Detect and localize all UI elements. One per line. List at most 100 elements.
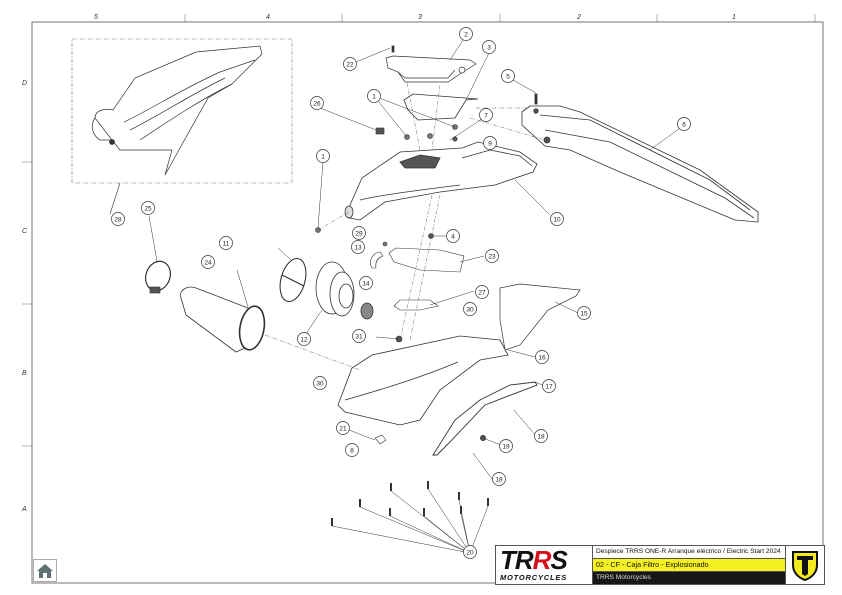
callout-circle bbox=[310, 96, 324, 110]
assembly-lines bbox=[264, 82, 546, 371]
callout-number: 1 bbox=[321, 153, 325, 160]
part-callout-31: 31 bbox=[352, 329, 366, 343]
callout-number: 20 bbox=[466, 549, 474, 556]
part-callout-21: 21 bbox=[336, 421, 350, 435]
callout-number: 9 bbox=[488, 140, 492, 147]
callout-number: 29 bbox=[355, 230, 363, 237]
logo-tagline: MOTORCYCLES bbox=[500, 573, 567, 582]
callout-circle bbox=[336, 421, 350, 435]
part-callout-26: 26 bbox=[310, 96, 324, 110]
callout-circle bbox=[201, 255, 215, 269]
callout-number: 24 bbox=[204, 259, 212, 266]
part-2-top-cover bbox=[385, 45, 477, 83]
part-callout-11: 11 bbox=[219, 236, 233, 250]
trrs-shield-emblem-icon bbox=[792, 551, 818, 581]
callout-number: 3 bbox=[487, 44, 491, 51]
part-callout-18b: 18 bbox=[492, 472, 506, 486]
callout-number: 17 bbox=[545, 383, 553, 390]
callout-circle bbox=[313, 376, 327, 390]
part-callout-17: 17 bbox=[542, 379, 556, 393]
callout-number: 6 bbox=[682, 121, 686, 128]
home-button[interactable] bbox=[33, 559, 57, 582]
logo-part-3: S bbox=[550, 545, 567, 575]
callout-circle bbox=[535, 350, 549, 364]
part-24-intake-boot bbox=[180, 286, 266, 353]
part-16-airbox-lower bbox=[337, 335, 509, 426]
part-10-airbox-upper bbox=[344, 141, 538, 221]
part-callout-28: 28 bbox=[111, 212, 125, 226]
document-title: Despiece TRRS ONE-R Arranque eléctrico /… bbox=[593, 546, 785, 559]
grid-row-a: A bbox=[22, 506, 27, 513]
callout-circle bbox=[479, 108, 493, 122]
callout-number: 30 bbox=[466, 306, 474, 313]
leader-lines bbox=[148, 39, 681, 554]
part-15-mudguard-panel bbox=[499, 283, 581, 351]
callout-circle bbox=[352, 329, 366, 343]
callout-number: 30 bbox=[316, 380, 324, 387]
callout-circle bbox=[475, 285, 489, 299]
grid-column-5: 5 bbox=[94, 14, 98, 21]
part-callout-13: 13 bbox=[351, 240, 365, 254]
part-callout-4: 4 bbox=[446, 229, 460, 243]
part-21-bracket bbox=[374, 434, 387, 445]
home-icon bbox=[37, 563, 53, 578]
callout-number: 2 bbox=[464, 31, 468, 38]
callout-number: 15 bbox=[580, 310, 588, 317]
callout-circle bbox=[550, 212, 564, 226]
callout-circle bbox=[463, 302, 477, 316]
callout-number: 16 bbox=[538, 354, 546, 361]
grid-column-1: 1 bbox=[732, 14, 736, 21]
part-callout-5: 5 bbox=[501, 69, 515, 83]
trrs-logo-wordmark: TRRS bbox=[500, 545, 568, 575]
callout-circle bbox=[463, 545, 477, 559]
part-callout-30: 30 bbox=[463, 302, 477, 316]
part-3-gasket bbox=[403, 93, 479, 121]
part-callout-1b: 1 bbox=[316, 149, 330, 163]
part-callout-25: 25 bbox=[141, 201, 155, 215]
title-block-text: Despiece TRRS ONE-R Arranque eléctrico /… bbox=[593, 546, 785, 584]
grid-column-3: 3 bbox=[418, 14, 422, 21]
callout-number: 4 bbox=[451, 233, 455, 240]
callout-circle bbox=[359, 276, 373, 290]
grid-row-c: C bbox=[22, 228, 28, 235]
callout-circle bbox=[367, 89, 381, 103]
callout-circle bbox=[499, 439, 513, 453]
callout-circle bbox=[352, 226, 366, 240]
part-callout-14: 14 bbox=[359, 276, 373, 290]
part-callout-2: 2 bbox=[459, 27, 473, 41]
section-title: 02 - CF - Caja Filtro - Explosionado bbox=[593, 559, 785, 572]
callout-number: 1 bbox=[372, 93, 376, 100]
part-6-rear-fender bbox=[521, 93, 759, 223]
logo-part-1: TR bbox=[500, 545, 534, 575]
callout-circle bbox=[485, 249, 499, 263]
callout-circle bbox=[111, 212, 125, 226]
callout-circle bbox=[446, 229, 460, 243]
callout-number: 5 bbox=[506, 73, 510, 80]
callout-number: 25 bbox=[144, 205, 152, 212]
part-callout-1: 1 bbox=[367, 89, 381, 103]
callout-number: 18 bbox=[537, 433, 545, 440]
callout-number: 26 bbox=[313, 100, 321, 107]
part-callout-27: 27 bbox=[475, 285, 489, 299]
callout-circle bbox=[343, 57, 357, 71]
grid-column-2: 2 bbox=[577, 14, 581, 21]
part-callout-9: 9 bbox=[483, 136, 497, 150]
part-11-filter-cage bbox=[279, 257, 307, 303]
part-callout-8: 8 bbox=[345, 443, 359, 457]
emblem-cell bbox=[785, 546, 824, 584]
callout-number: 11 bbox=[223, 240, 230, 247]
callout-circle bbox=[141, 201, 155, 215]
logo-part-2: R bbox=[532, 545, 552, 575]
callout-circle bbox=[501, 69, 515, 83]
callout-circle bbox=[297, 332, 311, 346]
callout-number: 19 bbox=[502, 443, 510, 450]
callout-number: 23 bbox=[488, 253, 496, 260]
callout-number: 10 bbox=[553, 216, 561, 223]
part-28-airbox-side-cover bbox=[71, 38, 293, 215]
callout-circle bbox=[459, 27, 473, 41]
part-callout-3: 3 bbox=[482, 40, 496, 54]
title-block: TRRS MOTORCYCLES Despiece TRRS ONE-R Arr… bbox=[495, 545, 825, 585]
part-callout-24: 24 bbox=[201, 255, 215, 269]
callout-circle bbox=[677, 117, 691, 131]
part-callout-20: 20 bbox=[463, 545, 477, 559]
